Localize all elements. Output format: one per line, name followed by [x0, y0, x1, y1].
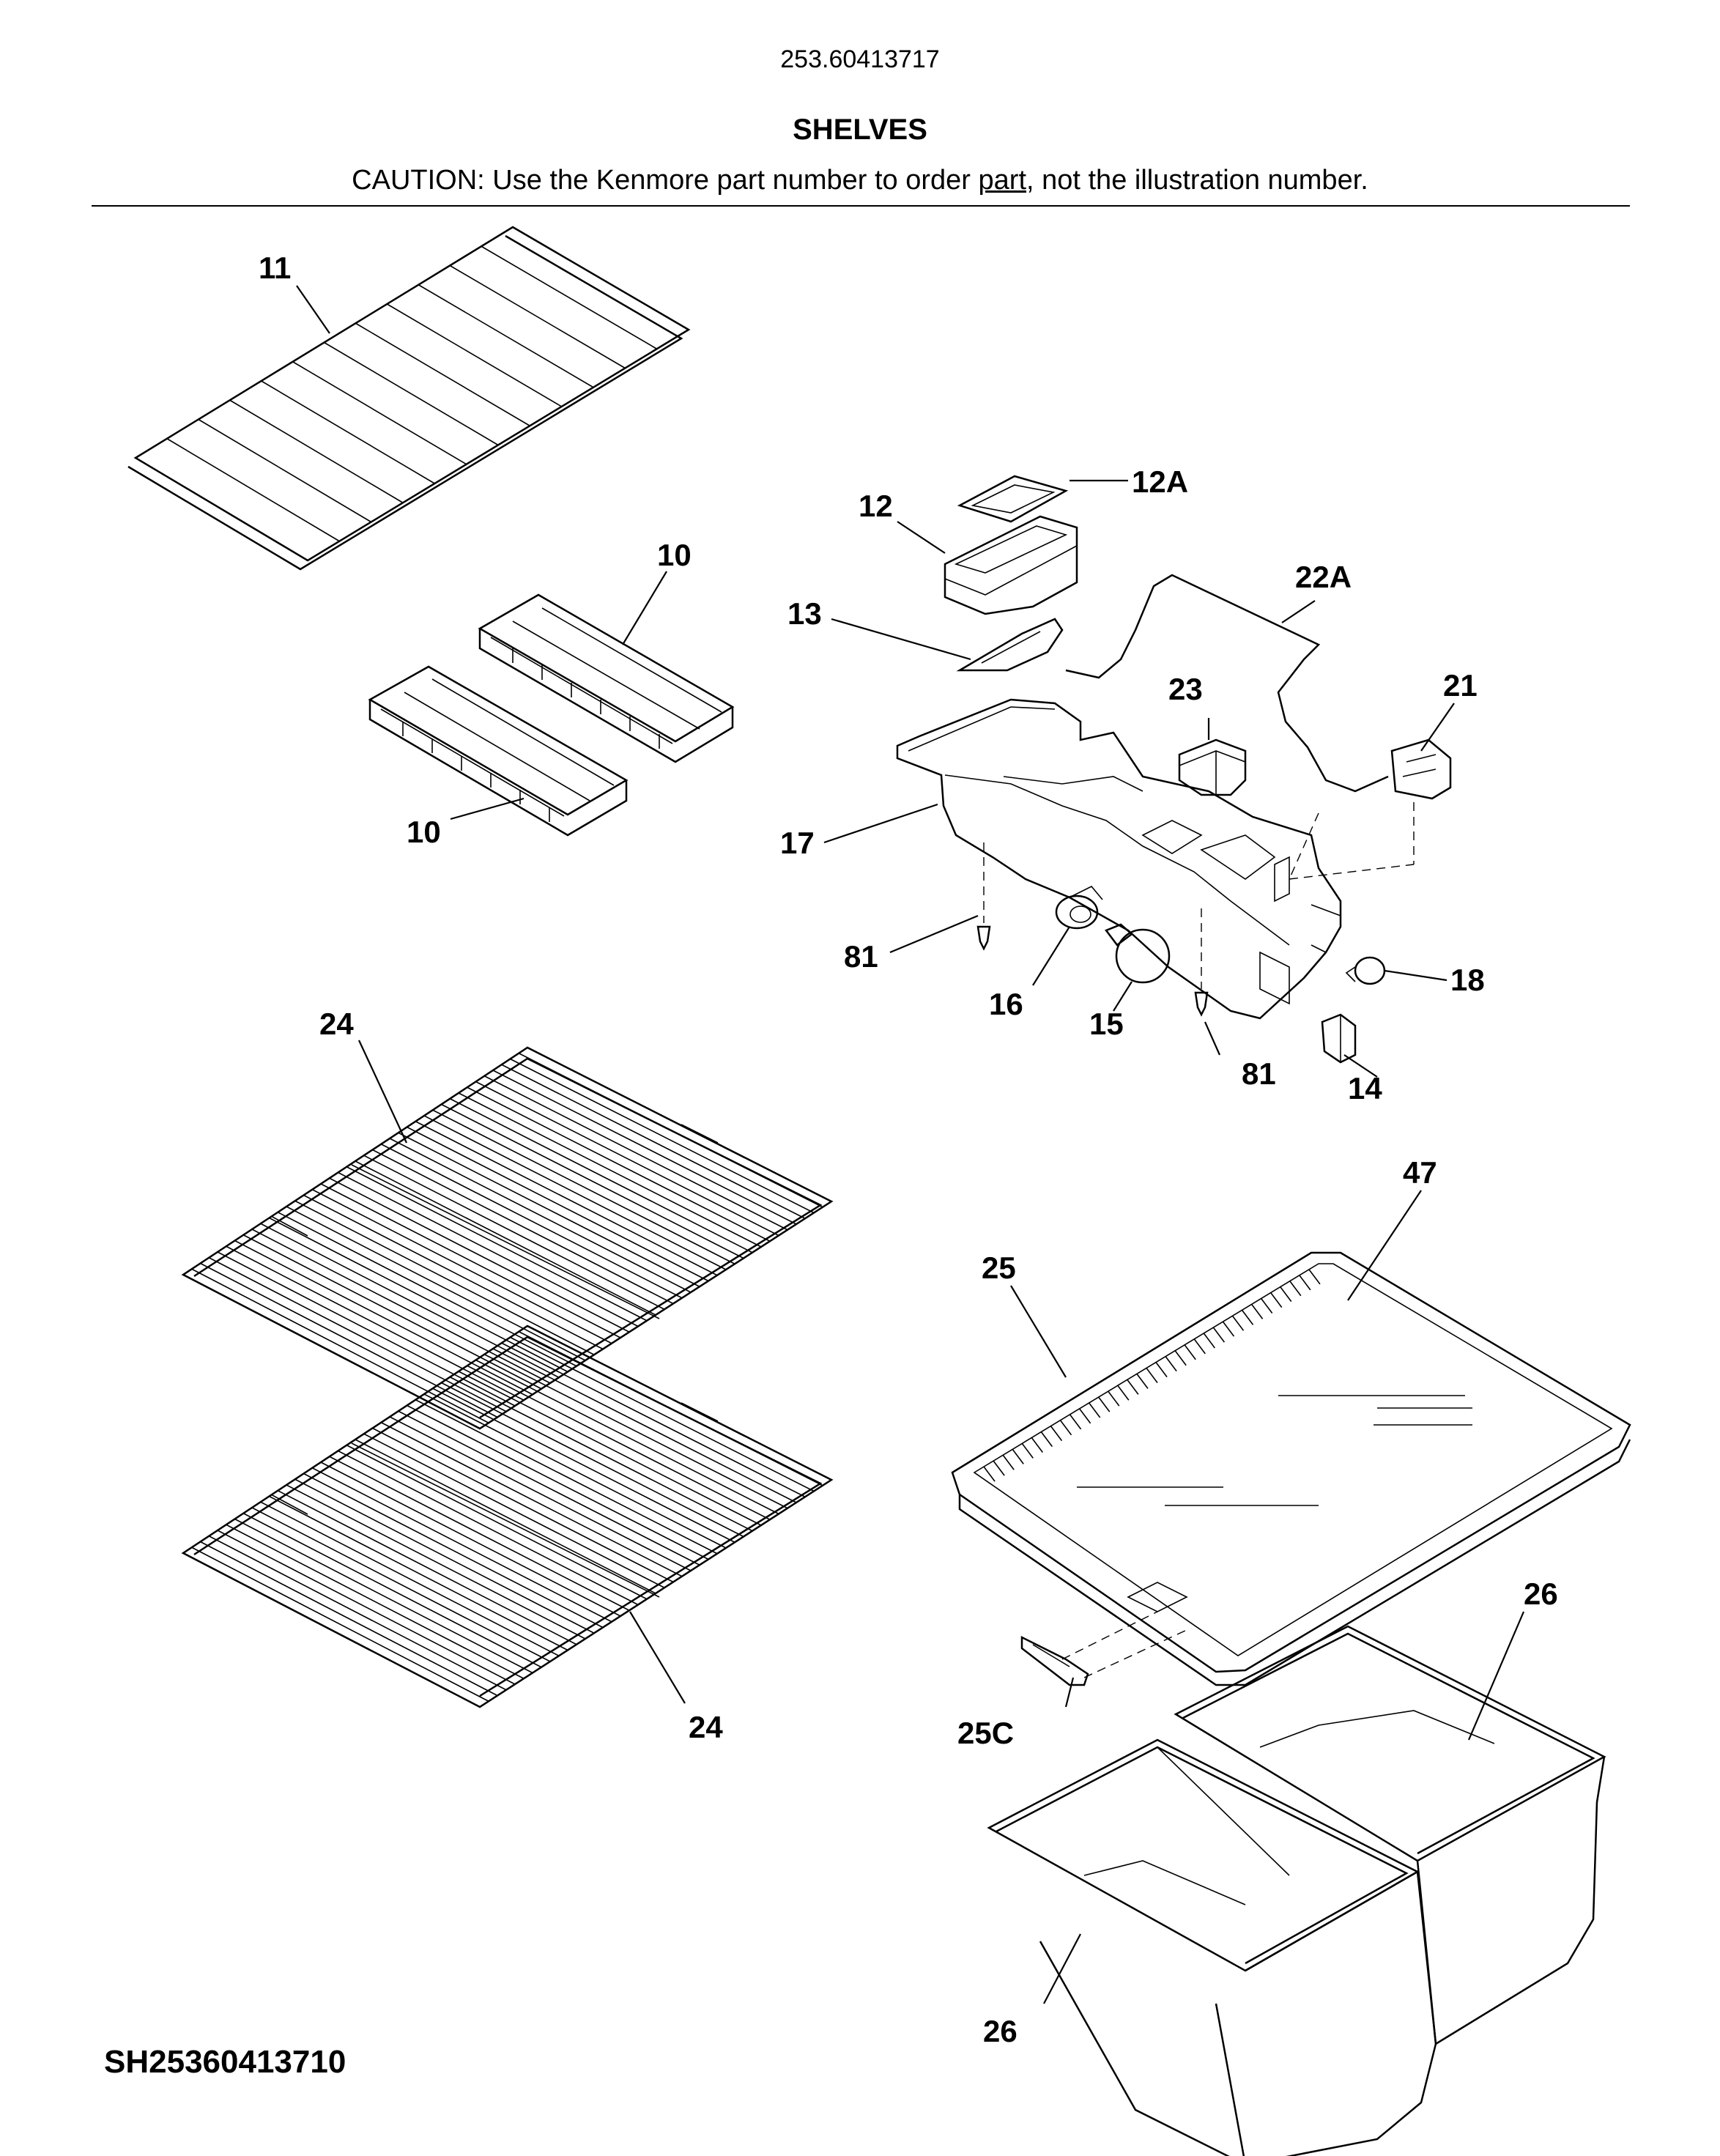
- wire-shelf-24-bottom: [181, 1325, 834, 1708]
- callout-13: 13: [787, 596, 822, 631]
- assembly-guide-25c: [1061, 1611, 1187, 1678]
- damper-13: [956, 618, 1064, 672]
- wire-shelf-24-top: [181, 1046, 834, 1430]
- callout-23: 23: [1168, 672, 1203, 706]
- light-switch-14: [1321, 1013, 1357, 1064]
- ice-tray-front: [368, 665, 629, 837]
- callout-47: 47: [1403, 1155, 1437, 1190]
- ice-tray-rear: [478, 593, 735, 763]
- callout-81-right: 81: [1242, 1056, 1276, 1091]
- callout-21: 21: [1443, 668, 1478, 703]
- assembly-guide-21: [1289, 802, 1415, 880]
- callout-labels: 11 12A 12 10 10 22A 13 23 21 17 81 16 15…: [259, 251, 1558, 2048]
- liner-17: [896, 698, 1342, 1020]
- leader-lines: [296, 285, 1525, 2004]
- humidity-slide-25c: [1020, 1635, 1089, 1686]
- switch-23: [1178, 738, 1247, 796]
- callout-14: 14: [1348, 1071, 1382, 1105]
- crisper-drawer-26-rear: [1174, 1625, 1606, 2046]
- screw-81-left: [976, 842, 991, 951]
- callout-26-rear: 26: [1524, 1577, 1558, 1611]
- callout-25c: 25C: [957, 1716, 1014, 1750]
- caution-text: CAUTION: Use the Kenmore part number to …: [352, 165, 979, 196]
- callout-10-front: 10: [407, 815, 441, 849]
- crisper-glass-47: [1077, 1395, 1472, 1506]
- callout-11: 11: [259, 251, 291, 285]
- callout-12: 12: [859, 489, 893, 523]
- thermostat-21: [1390, 738, 1452, 800]
- filter-12a: [957, 475, 1069, 523]
- caution-note: CAUTION: Use the Kenmore part number to …: [0, 165, 1720, 196]
- callout-24-top: 24: [319, 1007, 354, 1041]
- callout-12a: 12A: [1132, 464, 1188, 499]
- callout-16: 16: [989, 987, 1023, 1021]
- model-number: 253.60413717: [780, 45, 940, 73]
- callout-25: 25: [982, 1251, 1016, 1285]
- light-bulb-15: [1105, 923, 1171, 984]
- header-rule: [92, 205, 1630, 207]
- crisper-drawer-26-front: [987, 1738, 1437, 2156]
- callout-22a: 22A: [1295, 560, 1352, 594]
- section-title: SHELVES: [793, 114, 927, 146]
- crisper-cover-25: [951, 1251, 1631, 1686]
- freezer-wire-shelf: [127, 226, 691, 571]
- housing-12: [944, 515, 1078, 615]
- callout-24-bottom: 24: [689, 1710, 723, 1744]
- caution-part-word: part: [978, 165, 1026, 196]
- callout-15: 15: [1089, 1007, 1124, 1041]
- knob-18: [1345, 956, 1386, 985]
- callout-26-front: 26: [983, 2014, 1017, 2048]
- callout-17: 17: [780, 826, 815, 860]
- caution-text-end: , not the illustration number.: [1026, 165, 1368, 196]
- wire-harness-22a: [1065, 574, 1389, 793]
- diagram-code: SH25360413710: [104, 2044, 346, 2080]
- callout-81-left: 81: [844, 939, 878, 974]
- lamp-socket-16: [1055, 886, 1103, 930]
- callout-18: 18: [1450, 963, 1485, 997]
- callout-10-rear: 10: [657, 538, 692, 572]
- screw-81-right: [1194, 908, 1209, 1017]
